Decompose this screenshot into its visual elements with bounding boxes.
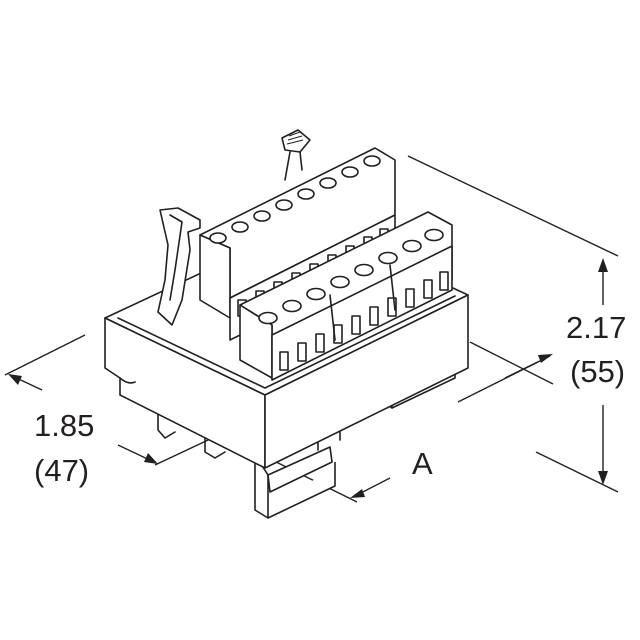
- lower-screw-heads: [258, 228, 444, 325]
- ejector-levers: [157, 129, 311, 326]
- depth-mm-label: (47): [34, 453, 90, 488]
- height-dimension-lines: [407, 155, 619, 493]
- width-dimension-lines: [261, 354, 553, 503]
- upper-screw-heads: [209, 155, 381, 244]
- lower-wire-entries: [279, 271, 449, 371]
- depth-inches-label: 1.85: [34, 408, 95, 443]
- height-inches-label: 2.17: [566, 310, 627, 345]
- height-mm-label: (55): [570, 354, 626, 389]
- lower-terminal-row: [239, 211, 453, 381]
- width-label: A: [412, 446, 433, 481]
